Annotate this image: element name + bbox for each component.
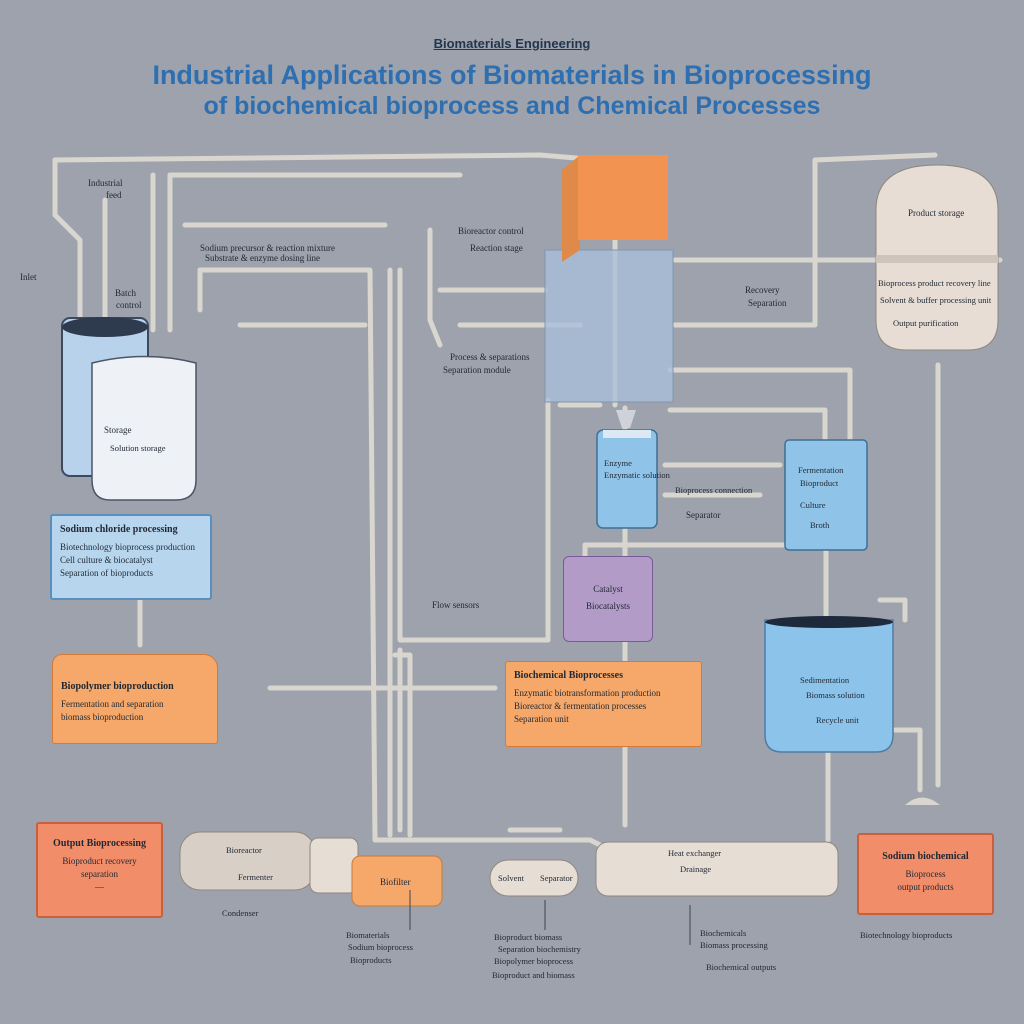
bottom-right-note-1: Biochemicals: [700, 928, 747, 938]
base-label-fermenter: Fermenter: [238, 872, 273, 882]
left-front-tank: [91, 355, 197, 501]
bottom-right-note-2: Biomass processing: [700, 940, 768, 950]
flow-label: Flow sensors: [432, 600, 480, 610]
catalyst-box-line-2: Biocatalysts: [586, 601, 630, 611]
salmon-right-heading: Sodium biochemical: [882, 851, 969, 862]
salmon-left-box: Output Bioprocessing Bioproduct recovery…: [36, 822, 163, 918]
blue-info-heading: Sodium chloride processing: [60, 524, 178, 535]
right-beaker-line-2: Bioproduct: [800, 478, 839, 488]
orange-left-box: Biopolymer bioproduction Fermentation an…: [52, 654, 218, 744]
orange-center-line-2: Bioreactor & fermentation processes: [514, 701, 647, 711]
right-beaker-sub: Broth: [810, 520, 830, 530]
feed-header-2: Substrate & enzyme dosing line: [205, 253, 320, 263]
bottom-center-note-2: Separation biochemistry: [498, 944, 581, 954]
bottom-center-note-1: Bioproduct biomass: [494, 932, 563, 942]
salmon-right-line-1: Bioprocess: [905, 869, 946, 879]
biofilter-unit: [351, 855, 443, 907]
catalyst-box: Catalyst Biocatalysts: [563, 556, 653, 642]
right-info-2: Separation: [748, 298, 787, 308]
enzyme-beaker-label: Enzyme: [604, 458, 632, 468]
drainage-vessel: [595, 841, 839, 897]
center-top-label: Bioreactor control: [458, 226, 524, 236]
orange-center-line-3: Separation unit: [514, 714, 569, 724]
orange-left-heading: Biopolymer bioproduction: [61, 681, 174, 692]
fermentation-beaker: [784, 439, 868, 551]
capsule-label-solvent: Solvent: [498, 873, 524, 883]
left-tank-label: Storage: [104, 425, 132, 435]
orange-center-heading: Biochemical Bioprocesses: [514, 670, 623, 681]
bottom-far-right-note: Biotechnology bioproducts: [860, 930, 953, 940]
orange-left-line-1: Fermentation and separation: [61, 699, 164, 709]
bottom-center-note-3: Biopolymer bioprocess: [494, 956, 574, 966]
biofilter-label: Biofilter: [380, 877, 411, 887]
salmon-left-heading: Output Bioprocessing: [53, 838, 146, 849]
bottom-left-note-3: Bioproducts: [350, 955, 392, 965]
base-label-drainage: Drainage: [680, 864, 712, 874]
bottom-left-note-1: Biomaterials: [346, 930, 390, 940]
right-info-line-1: Bioprocess product recovery line: [878, 278, 991, 288]
blue-info-line-3: Separation of bioproducts: [60, 568, 153, 578]
salmon-left-line-1: Bioproduct recovery: [62, 856, 137, 866]
orange-center-line-1: Enzymatic biotransformation production: [514, 688, 661, 698]
big-tank-line-3: Recycle unit: [816, 715, 859, 725]
big-tank-line-1: Sedimentation: [800, 675, 850, 685]
separator-label: Separator: [686, 510, 721, 520]
right-beaker-line-1: Fermentation: [798, 465, 844, 475]
right-info-1: Recovery: [745, 285, 780, 295]
title-sub: of biochemical bioprocess and Chemical P…: [203, 92, 821, 120]
base-label-bioreactor: Bioreactor: [226, 845, 262, 855]
connector-note: Bioprocess connection: [675, 485, 753, 495]
bottom-left-note-2: Sodium bioprocess: [348, 942, 413, 952]
blue-info-line-2: Cell culture & biocatalyst: [60, 555, 153, 565]
label-inlet: Inlet: [20, 272, 37, 282]
right-info-line-3: Output purification: [893, 318, 959, 328]
title-main: Industrial Applications of Biomaterials …: [152, 60, 872, 90]
salmon-left-line-2: separation: [81, 869, 118, 879]
orange-reactor: [578, 155, 668, 240]
top-right-tank-label: Product storage: [908, 208, 965, 218]
title-kicker: Biomaterials Engineering: [433, 36, 591, 51]
enzyme-beaker-sub: Enzymatic solution: [604, 470, 670, 480]
capsule-label-separator: Separator: [540, 873, 573, 883]
blue-info-line-1: Biotechnology bioprocess production: [60, 542, 195, 552]
label-control: control: [116, 300, 142, 310]
central-column: [544, 249, 674, 403]
catalyst-box-line-1: Catalyst: [593, 584, 623, 594]
bottom-right-note-3: Biochemical outputs: [706, 962, 777, 972]
feed-header-1: Sodium precursor & reaction mixture: [200, 243, 335, 253]
base-label-heat-exchanger: Heat exchanger: [668, 848, 722, 858]
blue-info-box: Sodium chloride processing Biotechnology…: [50, 514, 212, 600]
center-mid-1: Process & separations: [450, 352, 530, 362]
left-tank-sub: Solution storage: [110, 443, 166, 453]
salmon-right-box: Sodium biochemical Bioprocess output pro…: [857, 833, 994, 915]
condenser-label: Condenser: [222, 908, 259, 918]
condenser-capsule: [489, 859, 579, 897]
label-batch: Batch: [115, 288, 136, 298]
label-industrial: Industrial: [88, 178, 123, 188]
bottom-center-note-4: Bioproduct and biomass: [492, 970, 575, 980]
orange-center-box: Biochemical Bioprocesses Enzymatic biotr…: [505, 661, 702, 747]
orange-left-line-2: biomass bioproduction: [61, 712, 144, 722]
salmon-right-line-2: output products: [897, 882, 954, 892]
right-beaker-line-3: Culture: [800, 500, 826, 510]
center-top-sub: Reaction stage: [470, 243, 523, 253]
big-tank-line-2: Biomass solution: [806, 690, 865, 700]
right-info-line-2: Solvent & buffer processing unit: [880, 295, 992, 305]
salmon-left-line-3: —: [95, 882, 104, 892]
label-feed: feed: [106, 190, 122, 200]
sedimentation-tank: [764, 619, 894, 753]
center-mid-2: Separation module: [443, 365, 511, 375]
